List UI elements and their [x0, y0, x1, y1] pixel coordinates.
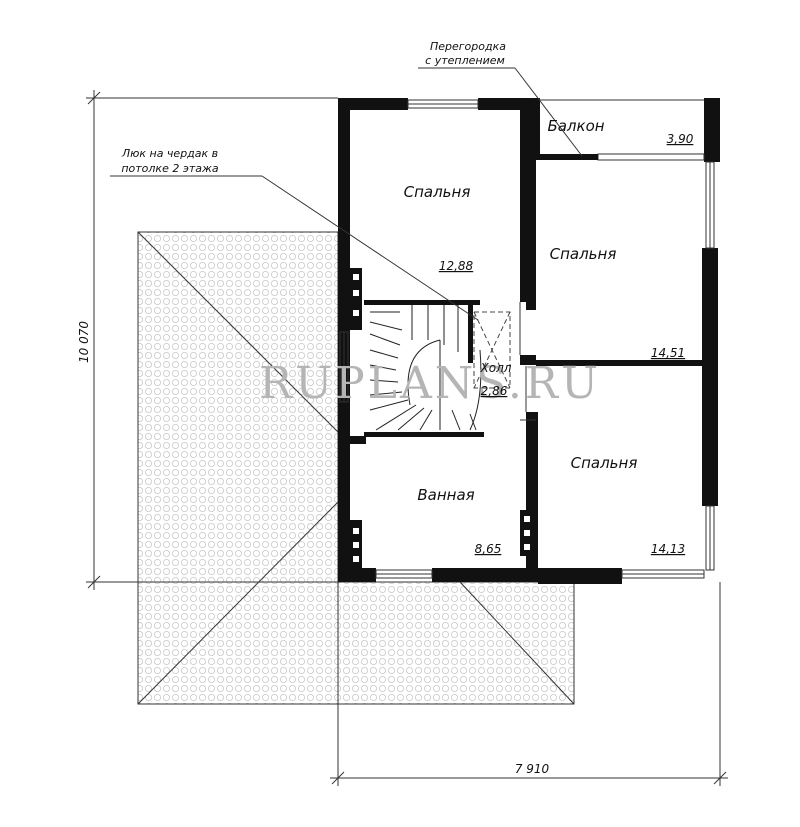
leader-lines: [110, 67, 583, 321]
bedroom-bottom-area: 14,13: [651, 542, 685, 556]
hall-name: Холл: [480, 361, 512, 375]
bedroom-right-name: Спальня: [550, 245, 617, 263]
windows: [339, 99, 715, 579]
staircase: [369, 305, 482, 431]
bedroom-top-area: 12,88: [439, 259, 474, 273]
vent-ducts: [350, 268, 534, 568]
dimension-lines: [86, 90, 728, 786]
hatch-note-line2: потолке 2 этажа: [121, 162, 219, 175]
hall-area: 2,86: [481, 384, 508, 398]
walls-interior: [350, 110, 704, 570]
partition-note-line1: Перегородка: [430, 40, 506, 53]
height-dimension-label: 10 070: [77, 321, 91, 363]
width-dimension-label: 7 910: [515, 762, 550, 776]
bathroom-name: Ванная: [417, 486, 474, 504]
bedroom-top-name: Спальня: [404, 183, 471, 201]
balcony-area: 3,90: [667, 132, 694, 146]
bedroom-bottom-name: Спальня: [571, 454, 638, 472]
roof-left: [137, 231, 339, 705]
bedroom-right-area: 14,51: [651, 346, 685, 360]
bathroom-area: 8,65: [475, 542, 502, 556]
doors: [519, 302, 536, 421]
partition-note-line2: с утеплением: [425, 54, 505, 67]
attic-hatch: [473, 311, 511, 389]
hatch-note-line1: Люк на чердак в: [121, 147, 218, 160]
balcony-name: Балкон: [547, 117, 604, 135]
roof-bottom: [337, 581, 575, 705]
watermark: RUPLANS.RU: [259, 358, 601, 409]
